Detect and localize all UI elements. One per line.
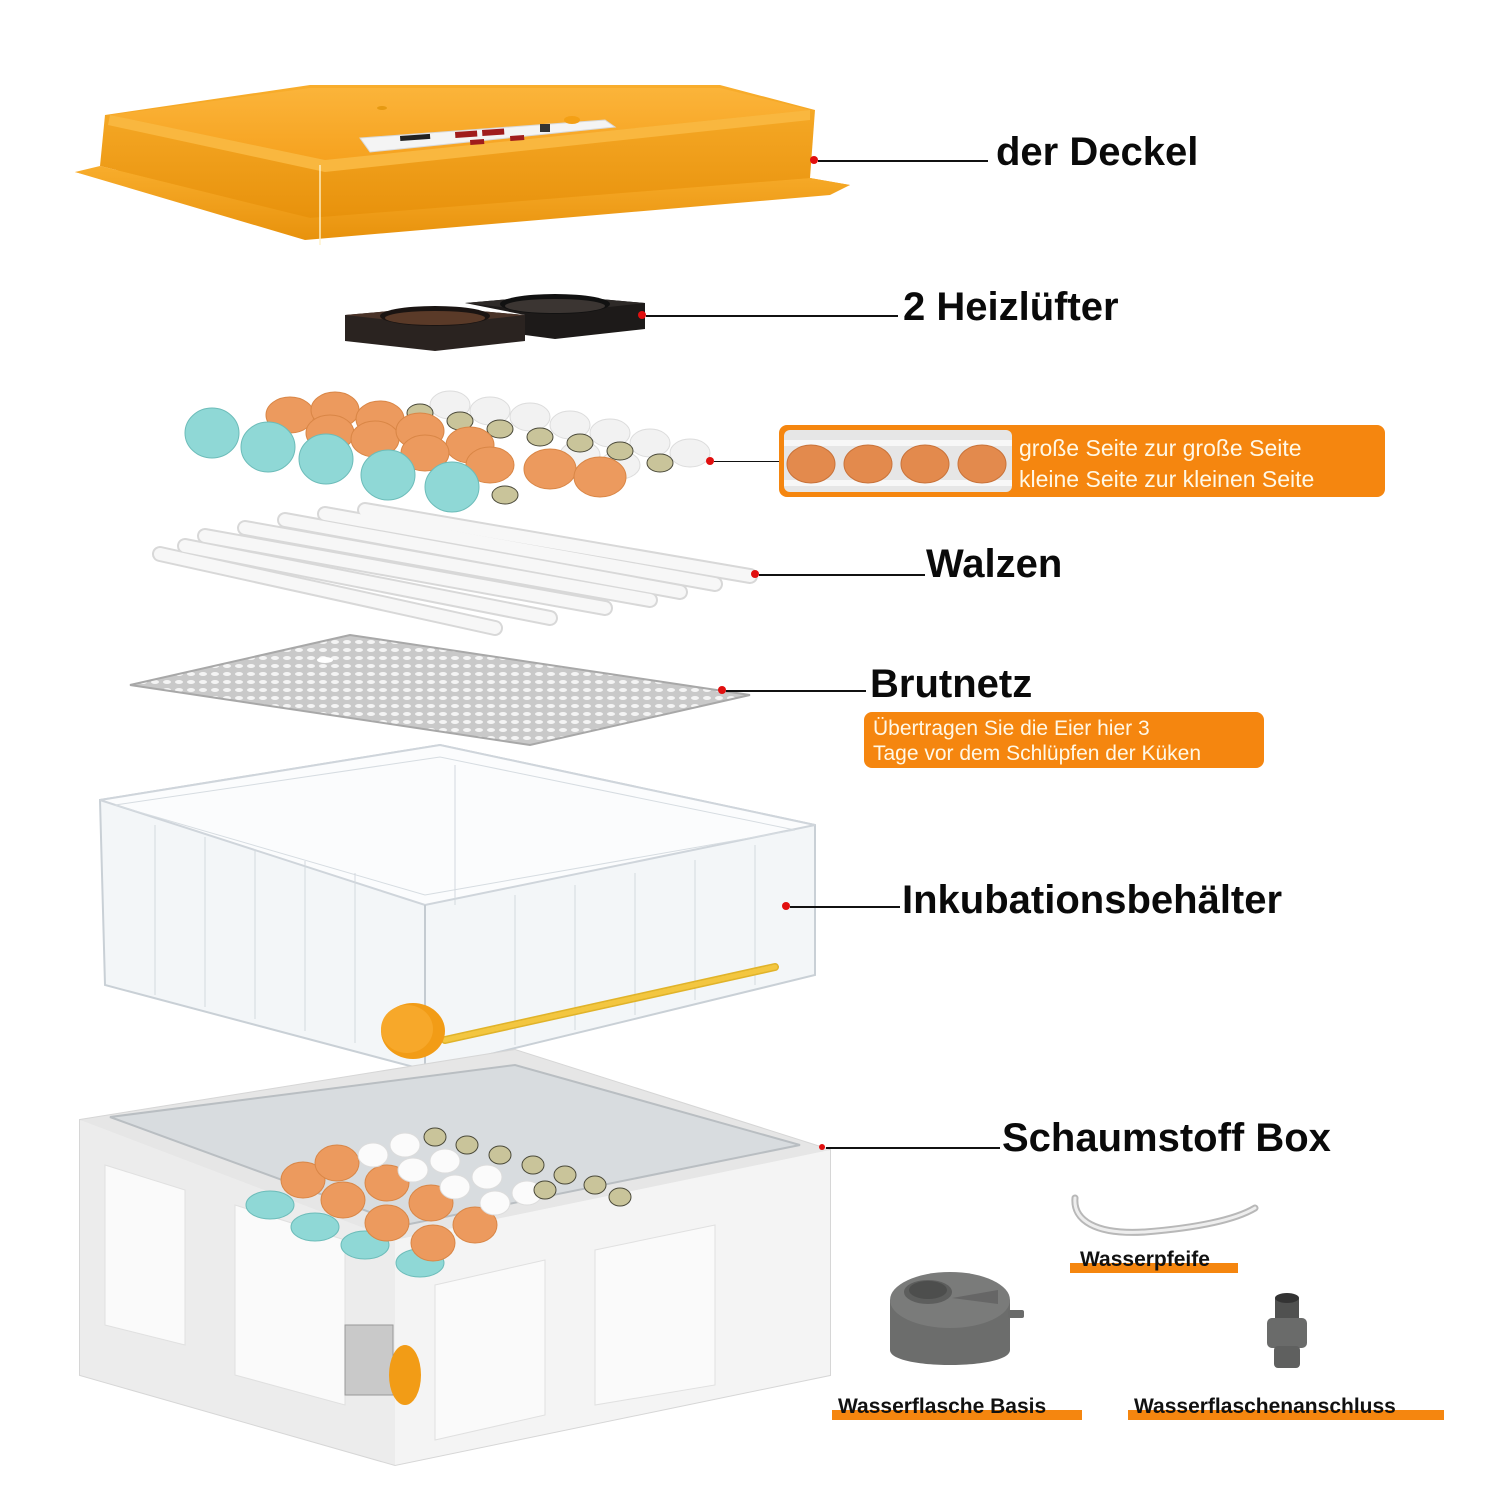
rollers-leader-line [759, 574, 925, 576]
bottle-connector-label: Wasserflaschenanschluss [1134, 1395, 1396, 1418]
eggs-leader-dot [706, 457, 714, 465]
foam-box-leader-line [826, 1147, 1000, 1149]
lid-leader-dot [810, 156, 818, 164]
hatch-net-note-line-1: Übertragen Sie die Eier hier 3 [873, 717, 1150, 740]
container-label: Inkubationsbehälter [902, 878, 1283, 922]
hatch-net-note-line-2: Tage vor dem Schlüpfen der Küken [873, 742, 1202, 765]
egg-orientation-note: große Seite zur große Seite kleine Seite… [779, 425, 1385, 497]
rollers-illustration [150, 500, 770, 640]
bottle-connector-illustration [1262, 1290, 1312, 1375]
foam-box-illustration [75, 1045, 845, 1470]
incubation-container-illustration [95, 743, 820, 1085]
lid-illustration [70, 80, 860, 250]
bottle-base-underline [832, 1410, 1082, 1420]
foam-box-leader-dot [819, 1144, 825, 1150]
hatch-net-illustration [125, 630, 765, 750]
bottle-connector-underline [1128, 1410, 1444, 1420]
rollers-label: Walzen [926, 542, 1063, 586]
fans-label: 2 Heizlüfter [903, 285, 1119, 329]
fans-leader-dot [638, 311, 646, 319]
container-leader-dot [782, 902, 790, 910]
water-pipe-illustration [1065, 1190, 1265, 1250]
egg-tray-thumbnail [784, 430, 1012, 492]
hatch-net-leader-line [726, 690, 866, 692]
lid-label: der Deckel [996, 130, 1199, 174]
eggs-leader-line [714, 461, 780, 462]
hatch-net-note: Übertragen Sie die Eier hier 3 Tage vor … [864, 712, 1264, 768]
eggs-illustration [180, 385, 720, 515]
bottle-base-illustration [880, 1260, 1030, 1380]
water-pipe-label: Wasserpfeife [1080, 1248, 1210, 1271]
egg-note-line-2: kleine Seite zur kleinen Seite [1019, 466, 1315, 492]
lid-leader-line [818, 160, 988, 162]
container-leader-line [790, 906, 900, 908]
heating-fans-illustration [340, 285, 660, 365]
water-pipe-underline [1070, 1263, 1238, 1273]
rollers-leader-dot [751, 570, 759, 578]
bottle-base-label: Wasserflasche Basis [838, 1395, 1047, 1418]
hatch-net-leader-dot [718, 686, 726, 694]
foam-box-label: Schaumstoff Box [1002, 1116, 1331, 1160]
hatch-net-label: Brutnetz [870, 662, 1033, 706]
egg-note-line-1: große Seite zur große Seite [1019, 435, 1302, 461]
fans-leader-line [646, 315, 898, 317]
